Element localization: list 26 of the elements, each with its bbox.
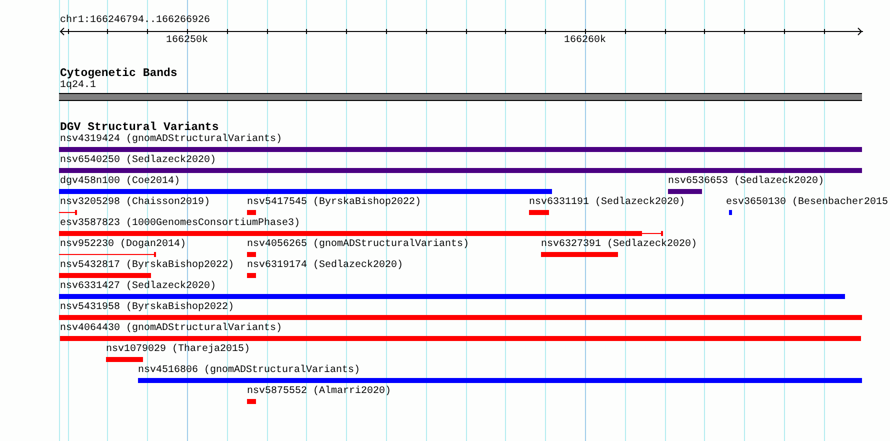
locus-label: chr1:166246794..166266926 (60, 15, 210, 27)
track-title: Cytogenetic Bands (60, 67, 178, 80)
feature-label: nsv5875552 (Almarri2020) (247, 386, 392, 398)
feature-label: nsv1079029 (Thareja2015) (106, 344, 250, 356)
feature-label: nsv952230 (Dogan2014) (60, 239, 186, 251)
axis-tick-label: 166250k (166, 35, 208, 47)
feature-label: esv3587823 (1000GenomesConsortiumPhase3) (60, 218, 300, 230)
feature-label: nsv6331427 (Sedlazeck2020) (60, 281, 216, 293)
track-title: DGV Structural Variants (60, 121, 219, 134)
axis-tick-label: 166260k (564, 35, 606, 47)
feature-label: nsv5417545 (ByrskaBishop2022) (247, 197, 422, 209)
feature-label: nsv6327391 (Sedlazeck2020) (541, 239, 698, 251)
feature-label: nsv3205298 (Chaisson2019) (60, 197, 210, 209)
feature-label: nsv4516806 (gnomADStructuralVariants) (138, 365, 360, 377)
feature-label: esv3650130 (Besenbacher2015 (726, 197, 888, 209)
band-label: 1q24.1 (60, 80, 96, 92)
feature-label: nsv6331191 (Sedlazeck2020) (529, 197, 686, 209)
feature-label: nsv4064430 (gnomADStructuralVariants) (60, 323, 282, 335)
feature-label: nsv4319424 (gnomADStructuralVariants) (60, 134, 282, 146)
feature-label: nsv5432817 (ByrskaBishop2022) (60, 260, 234, 272)
feature-label: dgv458n100 (Coe2014) (60, 176, 180, 188)
feature-label: nsv6540250 (Sedlazeck2020) (60, 155, 216, 167)
feature-label: nsv6536653 (Sedlazeck2020) (668, 176, 824, 188)
feature-label: nsv5431958 (ByrskaBishop2022) (60, 302, 234, 314)
feature-label: nsv6319174 (Sedlazeck2020) (247, 260, 404, 272)
feature-label: nsv4056265 (gnomADStructuralVariants) (247, 239, 470, 251)
